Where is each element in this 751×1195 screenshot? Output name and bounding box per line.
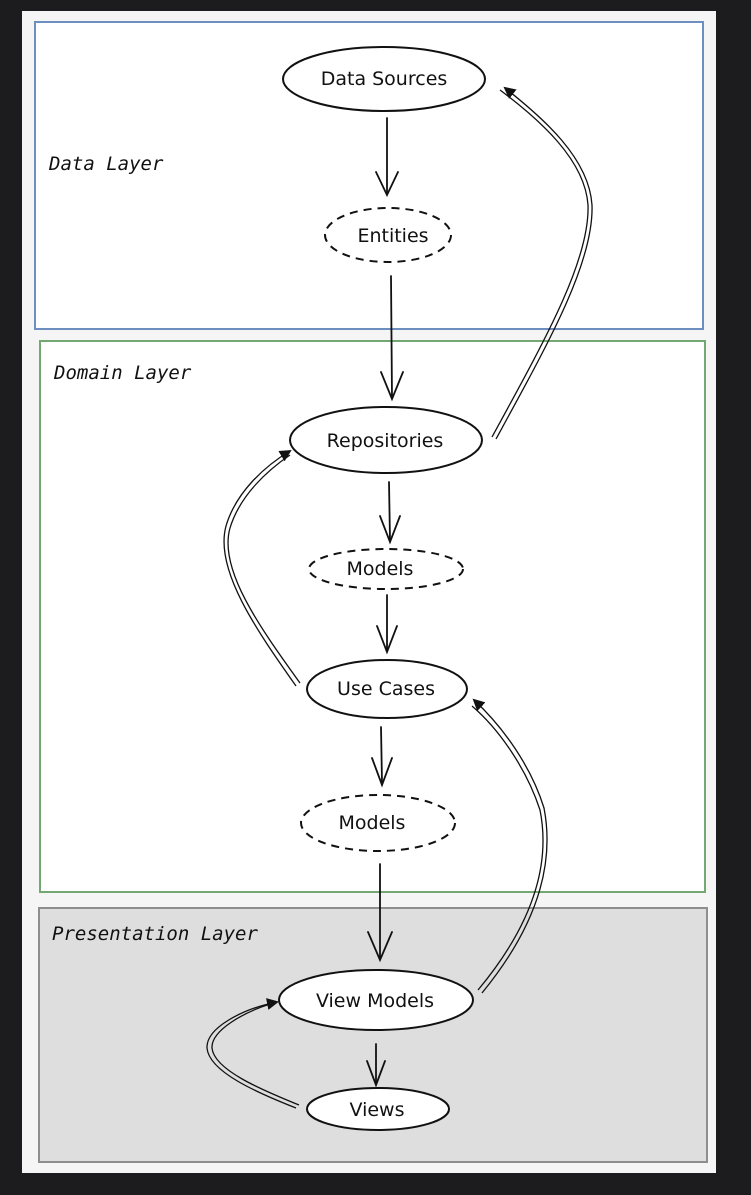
arrow-entities-to-repositories: [380, 275, 404, 402]
node-use-cases: Use Cases: [306, 659, 468, 719]
arrow-use-cases-to-repositories: [223, 449, 301, 687]
arrow-models-to-view-models: [367, 863, 393, 963]
node-use-cases-label: Use Cases: [337, 678, 435, 700]
node-data-sources: Data Sources: [282, 46, 486, 112]
node-entities-label: Entities: [357, 225, 428, 247]
node-models-2: Models: [300, 794, 456, 852]
node-repositories: Repositories: [289, 406, 483, 474]
node-models-1-label: Models: [347, 558, 414, 580]
node-repositories-label: Repositories: [327, 430, 444, 452]
node-entities: Entities: [324, 207, 452, 263]
node-data-sources-label: Data Sources: [321, 68, 448, 90]
arrow-repositories-to-data-sources: [491, 86, 593, 440]
node-models-1: Models: [308, 548, 464, 590]
arrow-view-models-to-use-cases: [471, 698, 548, 994]
presentation-layer-label: Presentation Layer: [52, 923, 258, 945]
node-view-models-label: View Models: [316, 990, 434, 1012]
arrow-repositories-to-models: [379, 481, 401, 545]
arrow-use-cases-to-models: [371, 726, 393, 788]
node-views-label: Views: [350, 1099, 405, 1121]
arrow-data-sources-to-entities: [375, 117, 399, 198]
node-models-2-label: Models: [339, 812, 406, 834]
data-layer-label: Data Layer: [49, 153, 164, 175]
arrow-models-to-use-cases: [376, 594, 398, 655]
domain-layer-label: Domain Layer: [54, 362, 192, 384]
node-views: Views: [306, 1087, 450, 1131]
arrow-view-models-to-views: [366, 1043, 386, 1088]
node-view-models: View Models: [278, 969, 474, 1031]
arrow-views-to-view-models: [206, 998, 300, 1109]
